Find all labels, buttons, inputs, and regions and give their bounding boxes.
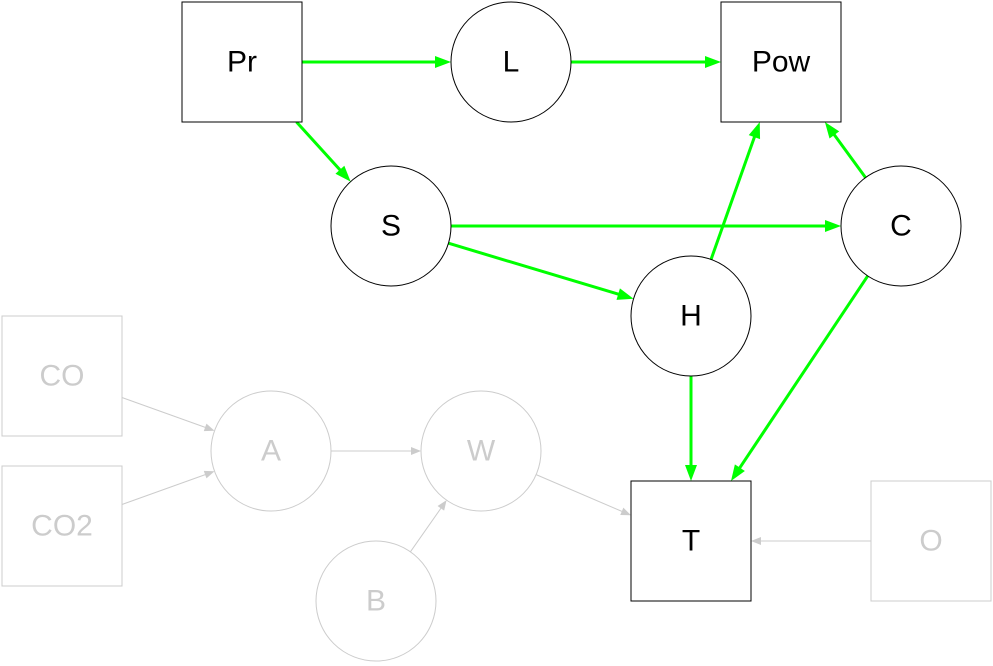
edge-line <box>295 120 343 173</box>
node-a: A <box>210 390 332 512</box>
edge-h-to-t <box>685 376 697 481</box>
edge-line <box>121 397 208 429</box>
node-co2: CO2 <box>1 465 123 587</box>
node-label: Pow <box>752 46 811 79</box>
edge-l-to-pow <box>571 56 721 68</box>
arrowhead-icon <box>705 56 721 68</box>
arrowhead-icon <box>203 423 215 432</box>
edge-line <box>121 473 208 505</box>
arrowhead-icon <box>825 220 841 232</box>
node-box <box>181 1 303 123</box>
arrowhead-icon <box>748 122 761 140</box>
node-box <box>720 1 842 123</box>
edge-line <box>535 474 624 513</box>
node-label: B <box>366 585 386 618</box>
edge-h-to-pow <box>709 122 761 260</box>
node-label: W <box>467 435 496 468</box>
arrowhead-icon <box>203 470 215 479</box>
arrowhead-icon <box>411 447 421 455</box>
node-circle <box>315 540 437 662</box>
arrowhead-icon <box>731 464 745 481</box>
edge-w-to-t <box>535 474 631 516</box>
node-circle <box>840 165 962 287</box>
node-box <box>1 465 123 587</box>
edge-line <box>737 275 869 471</box>
node-w: W <box>420 390 542 512</box>
node-label: CO2 <box>31 510 93 543</box>
edge-co-to-a <box>121 397 215 432</box>
edge-c-to-pow <box>824 122 867 179</box>
edge-a-to-w <box>331 447 421 455</box>
arrowhead-icon <box>824 122 840 139</box>
arrowhead-icon <box>435 56 451 68</box>
edge-o-to-t <box>751 537 871 545</box>
node-circle <box>330 165 452 287</box>
node-label: C <box>890 210 912 243</box>
edge-line <box>448 241 621 297</box>
node-s: S <box>330 165 452 287</box>
edge-line <box>831 132 867 179</box>
node-c: C <box>840 165 962 287</box>
node-o: O <box>870 480 992 602</box>
arrowhead-icon <box>751 537 761 545</box>
node-label: T <box>682 525 700 558</box>
edge-line <box>709 134 757 260</box>
edge-layer <box>121 56 871 553</box>
edge-c-to-t <box>731 275 869 481</box>
node-box <box>870 480 992 602</box>
edge-co2-to-a <box>121 470 215 505</box>
node-l: L <box>450 1 572 123</box>
node-label: Pr <box>227 46 257 79</box>
arrowhead-icon <box>620 507 631 516</box>
node-label: L <box>503 46 520 79</box>
node-label: A <box>261 435 281 468</box>
node-label: CO <box>40 360 85 393</box>
node-t: T <box>630 480 752 602</box>
arrowhead-icon <box>437 500 447 511</box>
node-circle <box>420 390 542 512</box>
node-box <box>630 480 752 602</box>
node-b: B <box>315 540 437 662</box>
node-circle <box>210 390 332 512</box>
edge-line <box>409 506 443 553</box>
node-pr: Pr <box>181 1 303 123</box>
edge-pr-to-l <box>302 56 451 68</box>
node-box <box>1 315 123 437</box>
node-h: H <box>630 255 752 377</box>
node-circle <box>630 255 752 377</box>
edge-s-to-h <box>448 241 634 300</box>
arrowhead-icon <box>616 288 634 300</box>
arrowhead-icon <box>335 165 351 182</box>
node-circle <box>450 1 572 123</box>
node-label: S <box>381 210 401 243</box>
node-co: CO <box>1 315 123 437</box>
edge-s-to-c <box>451 220 841 232</box>
node-pow: Pow <box>720 1 842 123</box>
node-label: H <box>680 300 702 333</box>
arrowhead-icon <box>685 465 697 481</box>
node-label: O <box>919 525 942 558</box>
edge-b-to-w <box>409 500 447 553</box>
edge-pr-to-s <box>295 120 351 182</box>
